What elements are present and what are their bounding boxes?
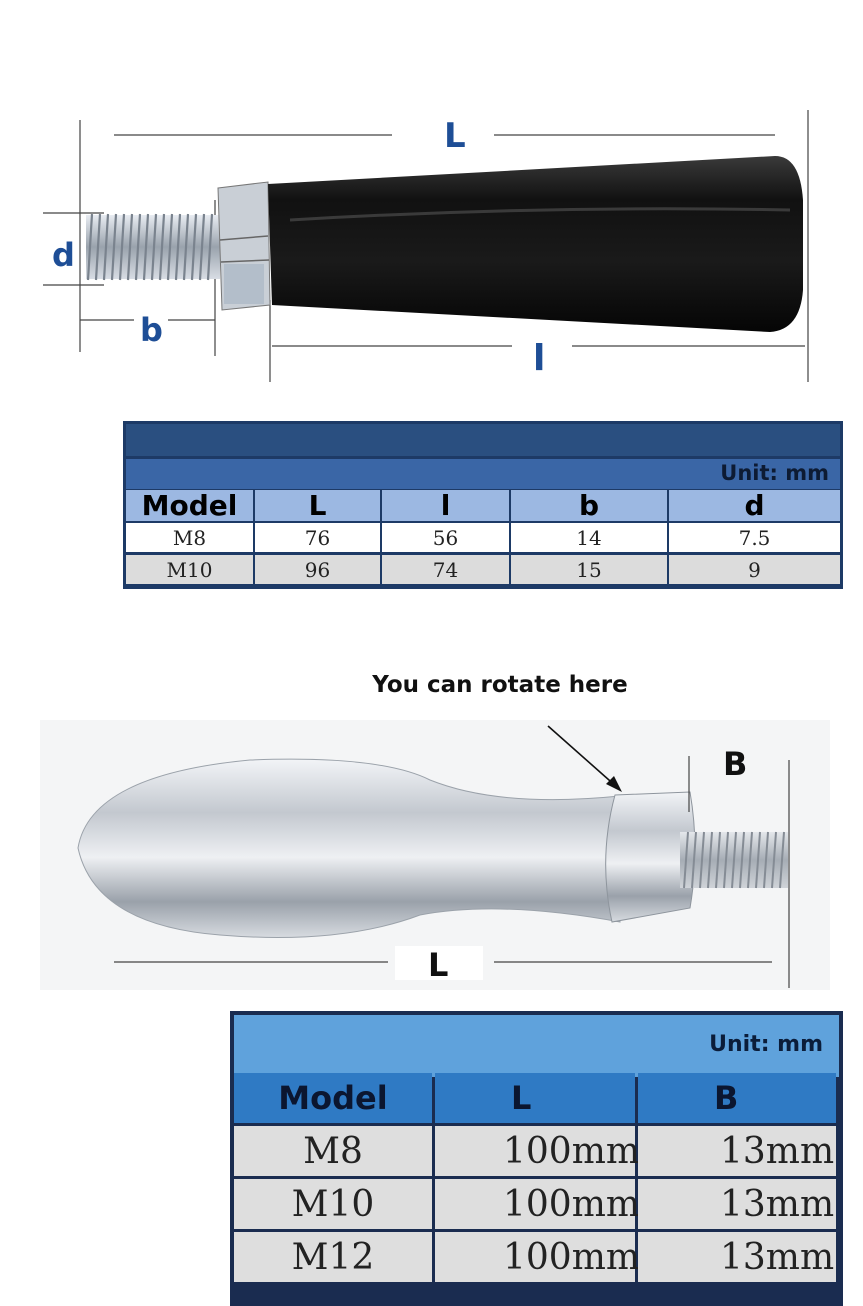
table-cell: 100mm [435,1179,640,1229]
handle-highlight [289,207,791,222]
table-cell: 76 [255,523,380,552]
table-cell: 74 [382,555,509,584]
handle-body [268,156,803,332]
table-cell: 13mm [638,1126,836,1176]
dimension-label-d: d [52,236,75,274]
metal-handle-body [77,758,621,938]
unit-label-2: Unit: mm [709,1032,823,1057]
table-cell: 14 [511,523,667,552]
table-header-d: d [669,490,840,521]
dimension-lines-2 [114,756,790,988]
table-unit-band [234,1015,839,1077]
rotating-collar [605,791,696,923]
bolt-thread [86,213,220,281]
dimension-label-l: l [533,338,545,379]
table-cell: 96 [255,555,380,584]
table-cell: 100mm [435,1126,640,1176]
table-header-model: Model [126,490,253,521]
table-header-model: Model [234,1073,432,1123]
rotate-arrow [547,725,622,792]
table-cell: 56 [382,523,509,552]
table-top-band [126,424,840,456]
table-cell: M10 [234,1179,432,1229]
table-cell: 7.5 [669,523,840,552]
table-cell: M8 [126,523,253,552]
dimension-label-L: L [444,116,466,156]
table-cell: 9 [669,555,840,584]
table-header-b: b [511,490,667,521]
dimension-label-b: b [140,311,163,349]
label-L-background [395,946,483,980]
handle-dimension-diagram: L d b l [43,110,809,382]
metal-handle-thread [680,831,788,889]
table-header-B: B [638,1073,836,1123]
table-header-L: L [255,490,380,521]
table-cell: 13mm [638,1179,836,1229]
spec-table-metal-handle: Model L B M8 100mm 13mm M10 100mm 13mm M… [230,1011,843,1306]
dimension-label-L2: L [428,946,448,984]
table-cell: 13mm [638,1232,836,1282]
table-cell: M10 [126,555,253,584]
hex-nut [217,181,271,311]
table-unit-band [126,459,840,489]
unit-label: Unit: mm [720,461,829,485]
metal-handle-diagram: B L [40,720,830,990]
table-cell: M8 [234,1126,432,1176]
rotate-caption: You can rotate here [372,672,628,698]
table-cell: 100mm [435,1232,640,1282]
table-header-L: L [435,1073,635,1123]
table-header-l: l [382,490,509,521]
table-cell: 15 [511,555,667,584]
spec-table-black-handle: Unit: mm Model L l b d M8 76 56 14 7.5 M… [123,421,843,589]
dimension-label-B: B [723,745,747,783]
table-cell: M12 [234,1232,432,1282]
